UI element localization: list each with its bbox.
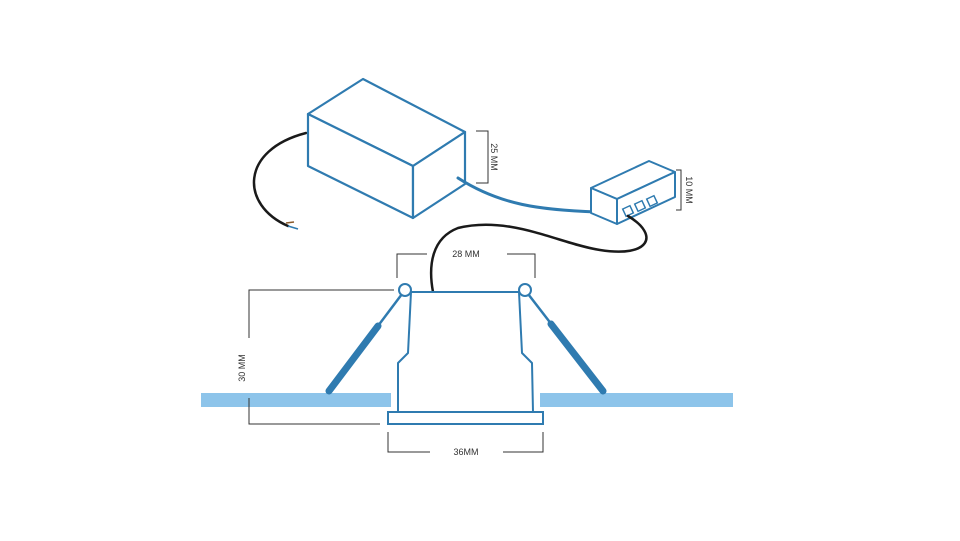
dimension-driver-height xyxy=(476,130,489,184)
ceiling-panel-left xyxy=(201,393,391,407)
led-driver-box xyxy=(306,77,467,220)
driver-output-cable xyxy=(456,176,599,214)
dimension-label-flange-width: 36MM xyxy=(453,447,478,457)
dimension-label-junction-height: 10 MM xyxy=(684,176,694,204)
junction-box xyxy=(590,160,676,225)
dimension-inner-width xyxy=(396,253,536,278)
dimension-flange-width xyxy=(387,432,544,453)
junction-terminals xyxy=(621,194,659,218)
lamp-cable xyxy=(429,214,648,294)
input-wire-blue xyxy=(287,225,299,230)
spring-clip-left xyxy=(325,283,412,395)
dimension-label-height: 30 MM xyxy=(237,354,247,382)
input-cable xyxy=(252,131,308,228)
dimension-junction-height xyxy=(676,169,682,211)
lamp-flange xyxy=(387,411,544,425)
spring-clip-right xyxy=(518,283,607,395)
ceiling-panel-right xyxy=(540,393,733,407)
input-wire-brown xyxy=(285,221,295,224)
dimension-height xyxy=(248,289,394,425)
dimension-label-inner-width: 28 MM xyxy=(452,249,480,259)
dimension-label-driver-height: 25 MM xyxy=(489,143,499,171)
lamp-body xyxy=(397,291,534,413)
